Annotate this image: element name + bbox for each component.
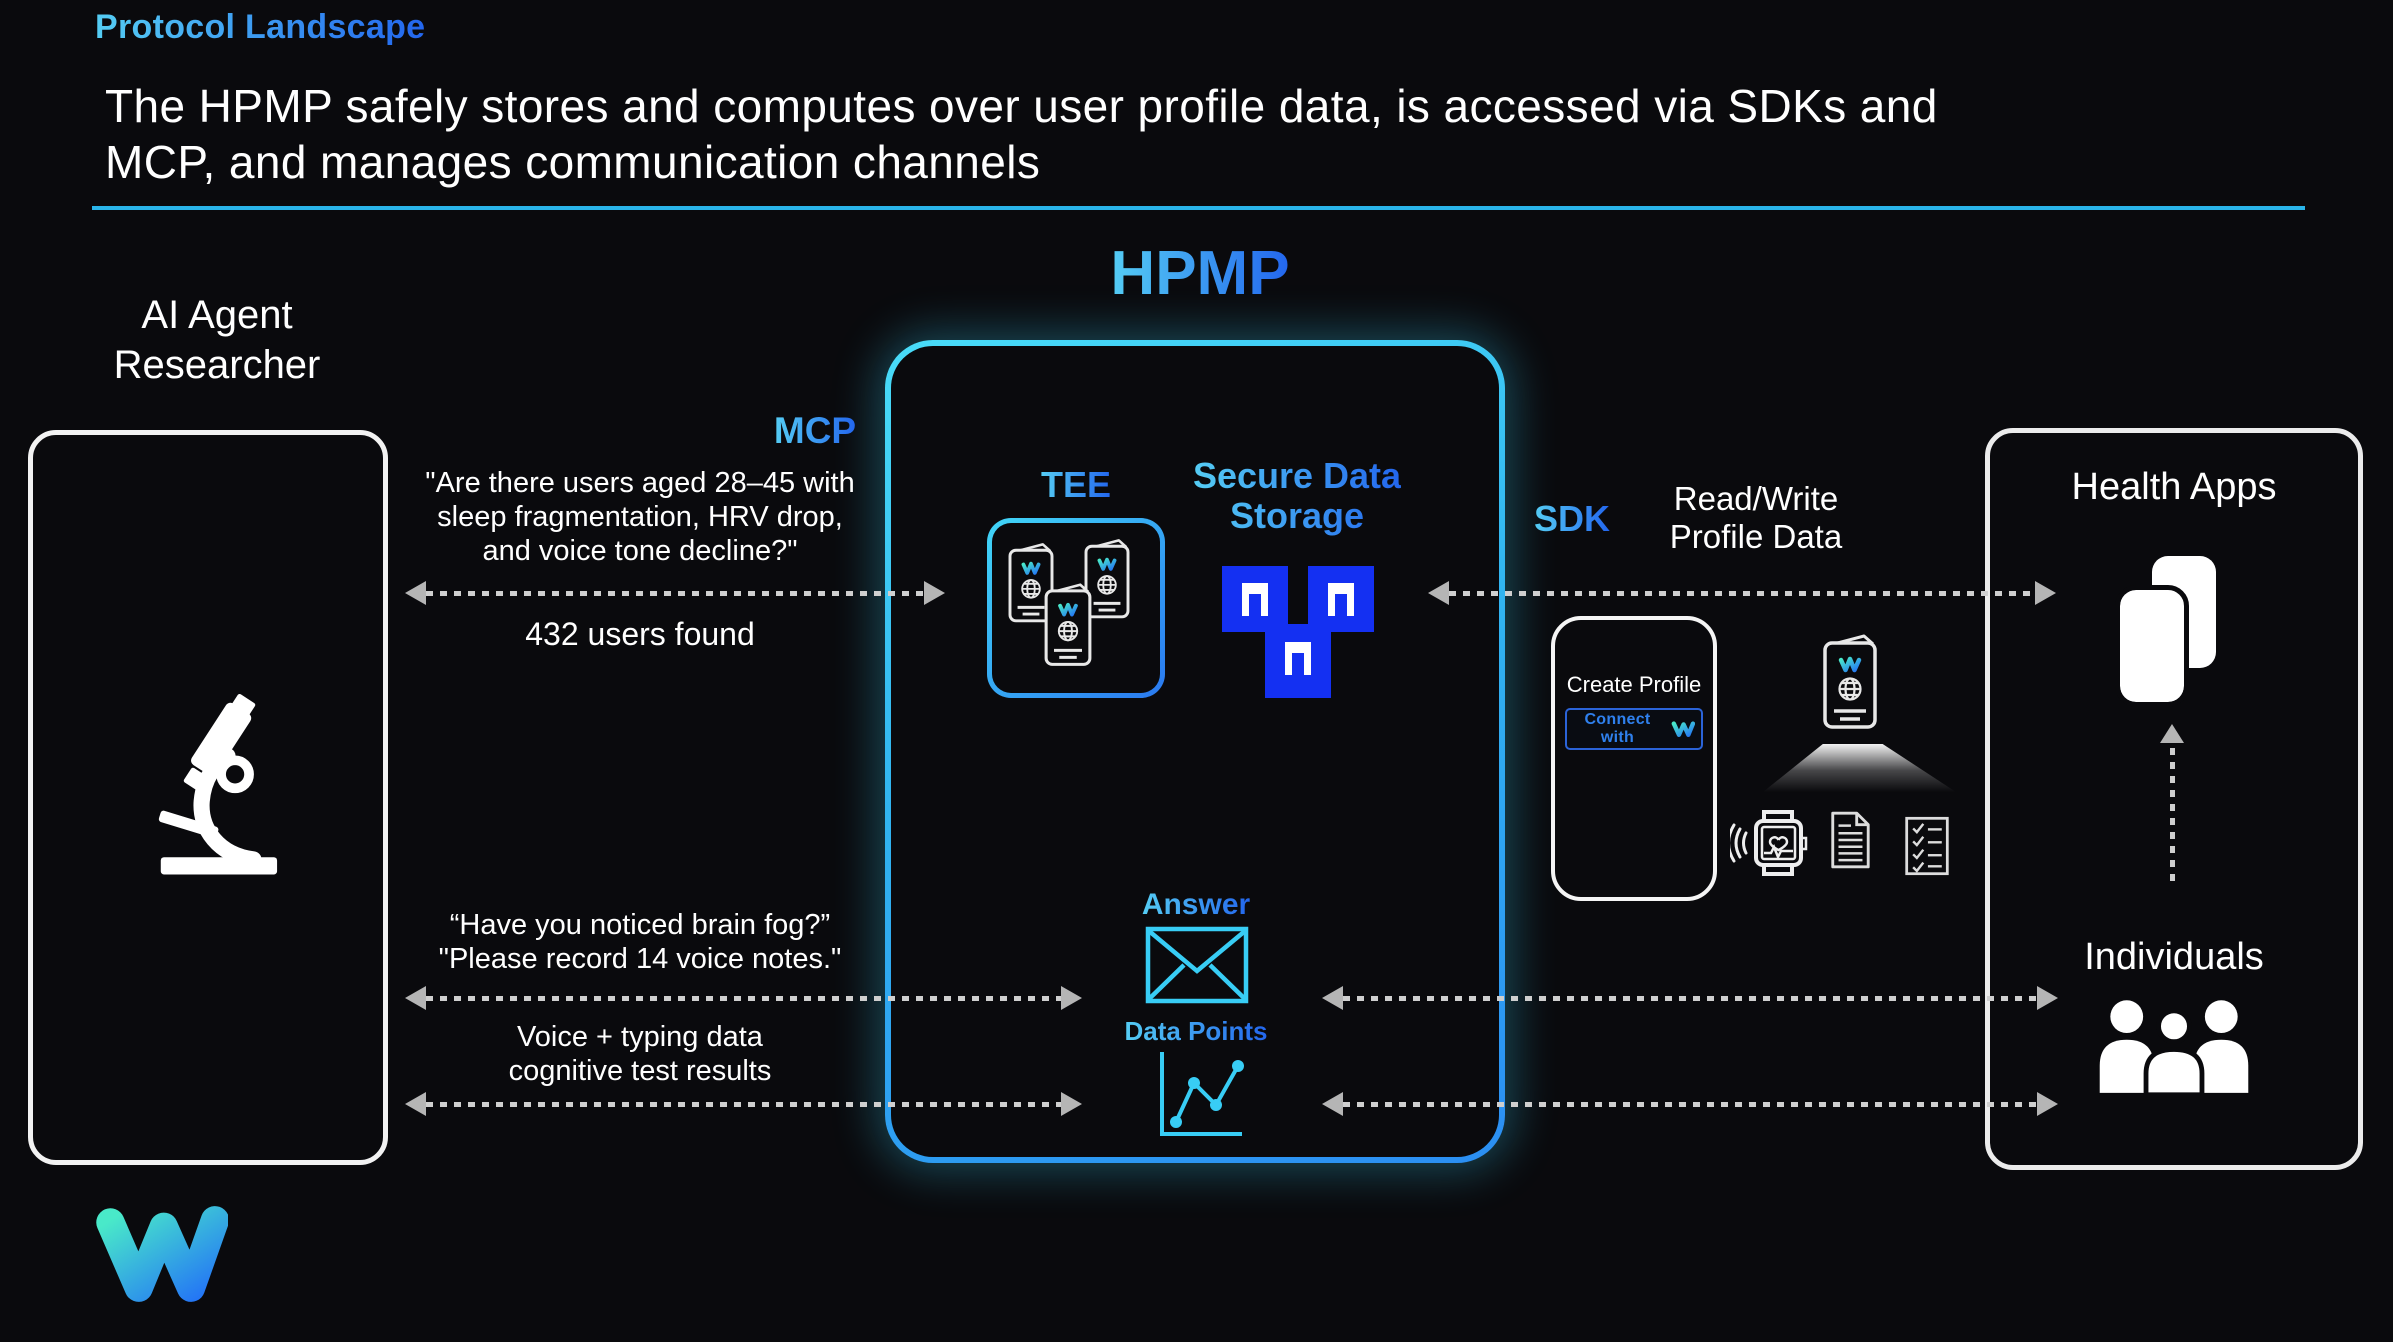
mcp-result: 432 users found <box>525 616 755 652</box>
title-underline <box>92 206 2305 210</box>
individuals-label: Individuals <box>2084 936 2264 978</box>
passport-icon <box>1818 631 1882 733</box>
arrow-query <box>405 580 945 606</box>
brand-w-logo-icon <box>96 1206 228 1302</box>
mcp-query-quote: "Are there users aged 28–45 with sleep f… <box>425 467 855 567</box>
arrow-left-head-icon <box>405 986 426 1010</box>
arrow-left-head-icon <box>405 1092 426 1116</box>
ai-agent-box <box>28 430 388 1165</box>
microscope-icon <box>158 693 278 875</box>
mcp-prompt-quote: “Have you noticed brain fog?” "Please re… <box>438 909 842 975</box>
phone-title: Create Profile <box>1566 672 1702 697</box>
mcp-data-text: Voice + typing data cognitive test resul… <box>508 1021 772 1087</box>
light-beam <box>1763 744 1956 792</box>
arrow-prompt <box>405 985 1082 1011</box>
arrow-right-head-icon <box>924 581 945 605</box>
arrow-left-head-icon <box>1322 986 1343 1010</box>
arrow-left-head-icon <box>405 581 426 605</box>
data-points-label: Data Points <box>1124 1016 1268 1046</box>
health-apps-label: Health Apps <box>2071 466 2277 508</box>
health-individuals-connector <box>2170 748 2175 886</box>
arrow-data-points <box>1322 1091 2058 1117</box>
create-profile-phone: Create Profile Connect with <box>1551 616 1717 901</box>
eyebrow-title: Protocol Landscape <box>95 8 426 46</box>
arrow-right-head-icon <box>1061 1092 1082 1116</box>
mcp-label: MCP <box>773 410 857 451</box>
arrow-right-head-icon <box>2037 986 2058 1010</box>
w-logo-icon <box>1671 721 1695 737</box>
arrow-up-head-icon <box>2160 724 2184 743</box>
data-points-chart-icon <box>1160 1052 1244 1136</box>
people-group-icon <box>2099 1000 2249 1098</box>
right-actor-box <box>1985 428 2363 1170</box>
envelope-icon <box>1145 926 1249 1004</box>
answer-label: Answer <box>1141 888 1251 921</box>
arrow-voice-data <box>405 1091 1082 1117</box>
page-title: The HPMP safely stores and computes over… <box>105 78 1938 190</box>
passport-icon <box>1040 581 1096 669</box>
arrow-right-head-icon <box>1061 986 1082 1010</box>
checklist-icon <box>1905 816 1949 876</box>
connect-with-button[interactable]: Connect with <box>1565 708 1703 750</box>
sdk-label: SDK <box>1533 498 1611 539</box>
smartwatch-icon <box>1730 810 1808 876</box>
left-actor-title: AI Agent Researcher <box>113 293 321 387</box>
tee-label: TEE <box>1040 464 1112 505</box>
secure-storage-label: Secure Data Storage <box>1192 455 1402 536</box>
connect-with-label: Connect with <box>1584 711 1651 746</box>
page-title-line1: The HPMP safely stores and computes over… <box>105 80 1938 132</box>
arrow-left-head-icon <box>1322 1092 1343 1116</box>
tee-box <box>987 518 1165 698</box>
hpmp-box <box>885 340 1505 1163</box>
arrow-right-head-icon <box>2037 1092 2058 1116</box>
readwrite-label: Read/Write Profile Data <box>1669 480 1843 555</box>
page-title-line2: MCP, and manages communication channels <box>105 136 1041 188</box>
arrow-right-head-icon <box>2035 581 2056 605</box>
document-icon <box>1831 811 1870 869</box>
arrow-readwrite <box>1428 580 2056 606</box>
arrow-answer <box>1322 985 2058 1011</box>
walrus-storage-icon <box>1222 566 1374 698</box>
arrow-left-head-icon <box>1428 581 1449 605</box>
hpmp-title: HPMP <box>1110 239 1290 308</box>
